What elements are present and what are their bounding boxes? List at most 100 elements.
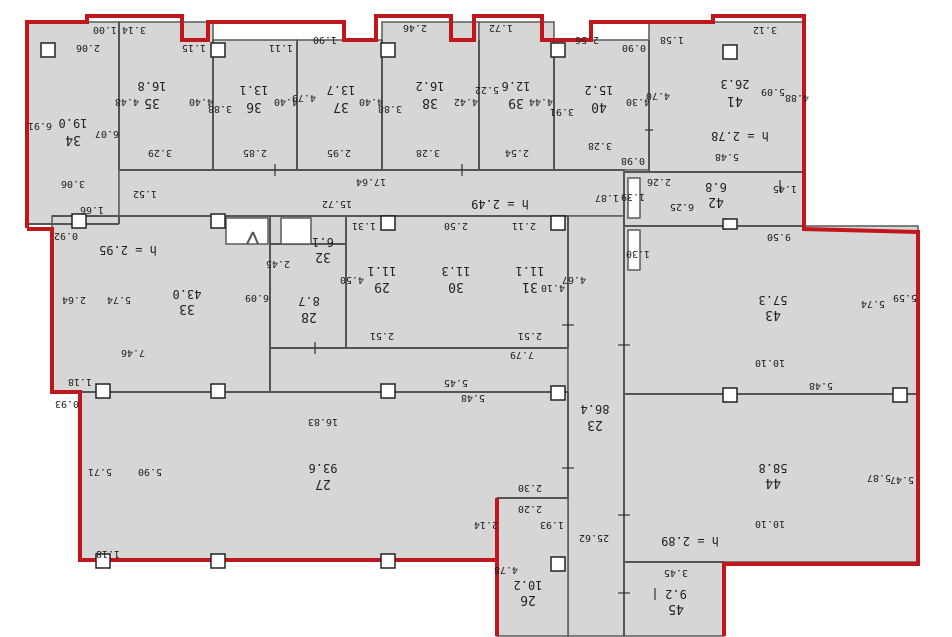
dimension: 7.79 (510, 349, 534, 360)
room-area: 10.2 (514, 578, 543, 592)
height-labels: h = 2.78 h = 2.49 h = 2.95 h = 2.89 (99, 129, 769, 548)
dimension: 2.51 (518, 330, 542, 341)
room-area: 13.7 (327, 83, 356, 97)
dimension: 1.11 (269, 42, 293, 53)
dimension: 2.64 (62, 294, 86, 305)
dimension: 10.10 (755, 518, 785, 529)
column-marker (380, 553, 396, 569)
column-marker (550, 42, 566, 58)
room-area: 57.3 (759, 293, 788, 307)
dimension: 3.88 (378, 103, 402, 114)
dimension: 5.48 (461, 392, 485, 403)
dimension: 2.06 (76, 42, 100, 53)
room-number: 28 (301, 309, 317, 324)
dimension: 1.87 (595, 192, 619, 203)
room-number: 44 (765, 475, 781, 490)
columns (40, 42, 908, 572)
room-44[interactable] (623, 393, 919, 563)
dimension: 4.40 (274, 96, 298, 107)
dimension: 3.28 (588, 140, 612, 151)
column-marker (722, 387, 738, 403)
dimension: 5.59 (893, 292, 917, 303)
column-marker (380, 215, 396, 231)
room-area: 15.2 (585, 83, 614, 97)
dimension: 2.54 (505, 147, 529, 158)
room-area: 16.2 (416, 79, 445, 93)
room-fills (26, 21, 919, 637)
room-38[interactable] (381, 21, 480, 171)
dimension: 1.30 (626, 248, 650, 259)
dimension: 1.52 (133, 188, 157, 199)
dimension: 1.45 (773, 183, 797, 194)
column-marker (40, 42, 56, 58)
dimension: 3.06 (61, 178, 85, 189)
dimension: 4.42 (454, 96, 478, 107)
room-area: 13.1 (240, 83, 269, 97)
dimension: 1.90 (313, 34, 337, 45)
column-marker (380, 383, 396, 399)
room-area: 19.0 (59, 116, 88, 130)
room-number: 32 (315, 249, 331, 264)
dimension: 3.45 (664, 567, 688, 578)
dimension: 4.30 (626, 96, 650, 107)
room-number: 38 (422, 95, 438, 110)
room-area: 8.7 (298, 294, 320, 308)
column-marker (892, 387, 908, 403)
dimension: 4.67 (562, 274, 586, 285)
dimension: 0.98 (621, 155, 645, 166)
room-35[interactable] (118, 21, 214, 171)
room-39[interactable] (478, 21, 555, 171)
height-label: h = 2.78 (711, 129, 769, 143)
room-number: 45 (668, 601, 684, 616)
dimension: 2.14 (474, 519, 498, 530)
room-area: 43.0 (173, 287, 202, 301)
dimension: 2.46 (403, 22, 427, 33)
dimension: 5.71 (88, 466, 112, 477)
column-marker (210, 553, 226, 569)
room-37[interactable] (296, 39, 383, 171)
room-area: 93.6 (309, 461, 338, 475)
room-number: 35 (144, 95, 160, 110)
room-area: 11.1 (516, 264, 545, 278)
room-area: 11.3 (442, 264, 471, 278)
room-45[interactable] (623, 561, 725, 637)
room-number: 41 (727, 93, 743, 108)
dimension: 3.29 (148, 147, 172, 158)
dimension: 1.00 (93, 24, 117, 35)
dimension: 1.39 (621, 191, 645, 202)
dimension: 10.10 (755, 357, 785, 368)
dimension: 9.50 (767, 231, 791, 242)
dimension: 3.28 (416, 147, 440, 158)
room-number: 30 (448, 279, 464, 294)
room-number: 23 (587, 417, 603, 432)
room-number: 42 (708, 194, 724, 209)
dimension: 5.74 (107, 294, 131, 305)
room-43[interactable] (623, 225, 919, 395)
room-42[interactable] (623, 171, 805, 227)
dimension: 2.45 (266, 258, 290, 269)
dimension: 5.74 (861, 298, 885, 309)
dimension: 4.79 (292, 92, 316, 103)
room-27[interactable] (79, 391, 569, 561)
dimension: 1.31 (352, 220, 376, 231)
room-number: 26 (520, 592, 536, 607)
room-36[interactable] (212, 39, 298, 171)
dimension: 1.18 (96, 548, 120, 559)
dimension: 25.62 (579, 532, 609, 543)
dimension: 15.72 (322, 198, 352, 209)
dimension: 2.50 (444, 220, 468, 231)
dimension: 2.26 (647, 176, 671, 187)
dimension: 4.50 (340, 274, 364, 285)
room-number: 43 (765, 307, 781, 322)
dimension: 4.70 (646, 90, 670, 101)
height-label: h = 2.95 (99, 243, 157, 257)
dimension: 5.87 (867, 472, 891, 483)
interior-walls (27, 22, 918, 636)
column-marker (210, 213, 226, 229)
column-marker (550, 215, 566, 231)
room-number: 39 (508, 95, 524, 110)
dimension: 6.91 (28, 120, 52, 131)
column-marker (550, 556, 566, 572)
dimension: 5.48 (809, 380, 833, 391)
dimension: 5.45 (444, 377, 468, 388)
